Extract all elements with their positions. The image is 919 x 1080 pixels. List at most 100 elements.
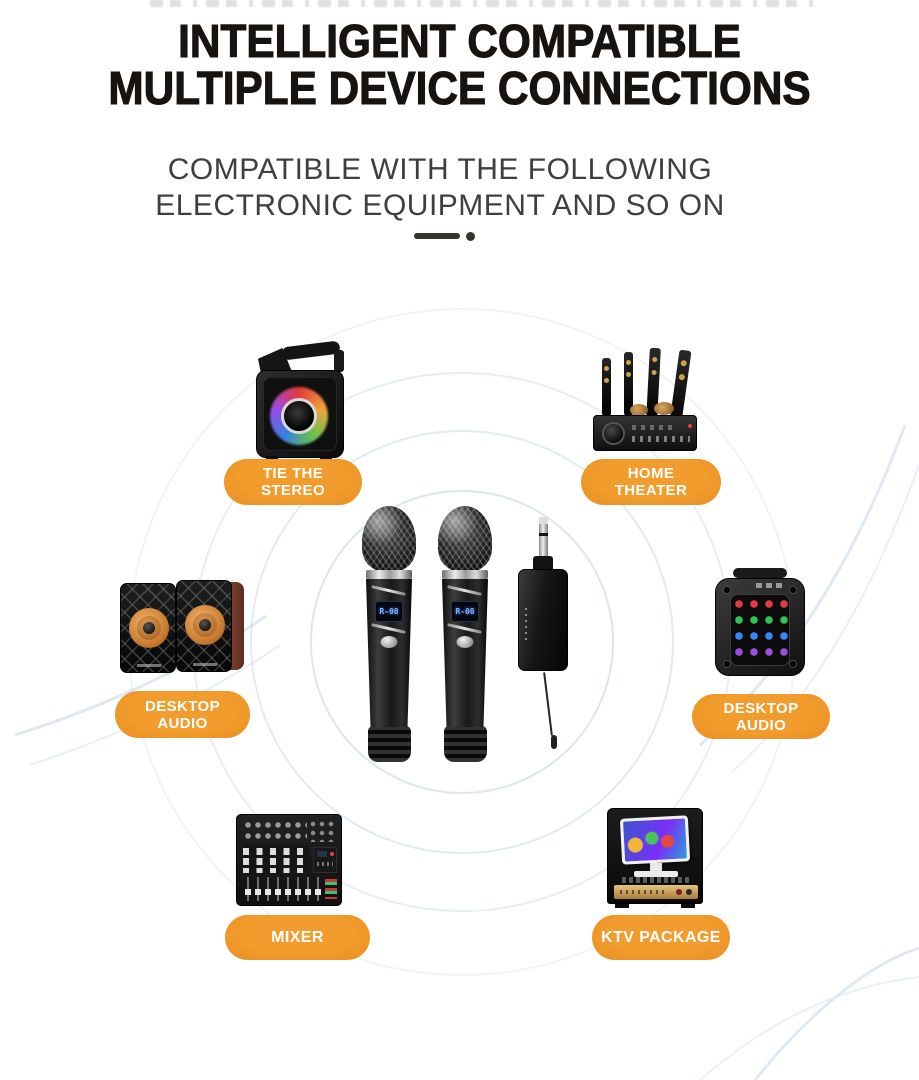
jack-plug-tip	[538, 517, 548, 524]
wireless-microphone-right: R-08	[438, 506, 492, 768]
ktv-machine-illustration	[605, 806, 705, 908]
ktv-gold-panel	[614, 885, 698, 899]
microphone-mesh-head	[438, 506, 492, 572]
antenna-stripe	[371, 623, 406, 634]
carry-handle	[733, 568, 787, 578]
page-title-line2: MULTIPLE DEVICE CONNECTIONS	[108, 62, 811, 114]
receiver-box	[518, 569, 568, 671]
label-line: HOME	[627, 465, 675, 482]
wireless-receiver	[518, 517, 568, 767]
speaker-cabinet	[256, 370, 344, 458]
speaker-foot-right	[320, 456, 332, 461]
mixer-master-knobs	[309, 820, 337, 842]
driver-dome	[199, 619, 211, 631]
brand-strip	[137, 664, 161, 667]
tower-driver-gold	[678, 373, 686, 381]
microphone-power-button	[456, 636, 474, 648]
ktv-screen-content	[622, 818, 688, 862]
driver-dome	[143, 622, 155, 634]
top-buttons	[756, 583, 782, 588]
divider-line	[414, 233, 460, 239]
label-line: KTV PACKAGE	[601, 929, 721, 946]
gold-panel-knob-black	[686, 889, 692, 895]
top-cropped-text-remnant	[150, 0, 814, 7]
swoosh-corner-1	[753, 946, 919, 1080]
mixer-chassis	[236, 814, 342, 906]
microphone-lcd: R-08	[451, 601, 479, 622]
label-tie-the-stereo: TIE THE STEREO	[224, 459, 362, 505]
corner-screw	[789, 660, 797, 668]
trolley-speaker-illustration	[252, 340, 348, 462]
gold-panel-ports	[620, 890, 668, 894]
page-title: INTELLIGENT COMPATIBLE MULTIPLE DEVICE C…	[37, 15, 882, 114]
fader-tracks	[243, 877, 321, 901]
tower-driver-gold	[604, 366, 609, 371]
receiver-side-markings	[525, 608, 527, 642]
brand-strip	[193, 663, 217, 666]
corner-screw	[723, 660, 731, 668]
tower-driver-gold	[604, 378, 609, 383]
label-mixer: MIXER	[225, 915, 370, 960]
label-line: AUDIO	[735, 716, 787, 734]
amplifier-switch-row	[632, 425, 672, 430]
corner-screw	[789, 586, 797, 594]
tower-speaker-1	[602, 358, 611, 428]
mixer-red-led	[330, 852, 334, 856]
speaker-driver	[281, 398, 317, 434]
mixer-knob-rows	[243, 820, 307, 842]
power-led	[688, 424, 692, 428]
mixer-small-switches	[317, 862, 333, 866]
microphone-silver-ring	[442, 570, 488, 579]
microphone-lcd: R-08	[375, 601, 403, 622]
antenna-stripe	[447, 585, 482, 596]
microphone-silver-ring	[366, 570, 412, 579]
label-ktv-package: KTV PACKAGE	[592, 915, 730, 960]
page-title-line1: INTELLIGENT COMPATIBLE	[178, 15, 742, 67]
tower-driver-gold	[626, 372, 631, 377]
horn-tweeter-left	[630, 404, 648, 416]
jack-plug-shaft	[538, 524, 548, 556]
corner-screw	[723, 586, 731, 594]
volume-knob	[602, 422, 625, 445]
desktop-speaker-left-unit	[120, 583, 176, 673]
label-desktop-audio-left: DESKTOP AUDIO	[115, 691, 250, 738]
jack-plug-base	[533, 556, 553, 569]
mixer-lcd	[317, 851, 327, 857]
antenna-stripe	[447, 623, 482, 634]
microphone-body: R-08	[442, 579, 488, 727]
led-speaker-illustration	[713, 568, 807, 680]
av-amplifier	[593, 415, 697, 451]
led-light-grid	[730, 594, 790, 666]
microphone-mesh-head	[362, 506, 416, 572]
tower-driver-gold	[651, 369, 657, 376]
mixer-button-grid	[243, 845, 309, 873]
desktop-speaker-right-unit	[176, 580, 232, 672]
label-line: DESKTOP	[723, 699, 799, 717]
label-line: THEATER	[614, 482, 688, 499]
speaker-handle	[281, 340, 341, 361]
receiver-antenna-tip	[551, 735, 557, 749]
receiver-antenna-wire	[543, 672, 553, 736]
swoosh-corner-2	[699, 976, 919, 1080]
tower-driver-gold	[652, 356, 658, 363]
button-row	[622, 877, 690, 883]
screen-stand	[650, 863, 662, 871]
mixer-illustration	[236, 814, 342, 906]
antenna-stripe	[371, 585, 406, 596]
ktv-foot-left	[615, 904, 629, 908]
tower-driver-gold	[680, 359, 688, 367]
label-line: AUDIO	[157, 714, 208, 732]
divider-dot	[466, 232, 475, 241]
page-subtitle: COMPATIBLE WITH THE FOLLOWING ELECTRONIC…	[0, 152, 880, 224]
fader-caps	[243, 889, 321, 895]
speaker-foot-left	[266, 456, 278, 461]
microphone-body: R-08	[366, 579, 412, 727]
ktv-touchscreen	[619, 815, 691, 865]
microphone-battery-cap	[443, 726, 487, 762]
keyboard-tray	[634, 871, 678, 877]
level-meter	[325, 879, 337, 899]
ktv-foot-right	[681, 904, 695, 908]
label-line: TIE THE	[262, 465, 324, 482]
gold-panel-knob-red	[676, 889, 682, 895]
